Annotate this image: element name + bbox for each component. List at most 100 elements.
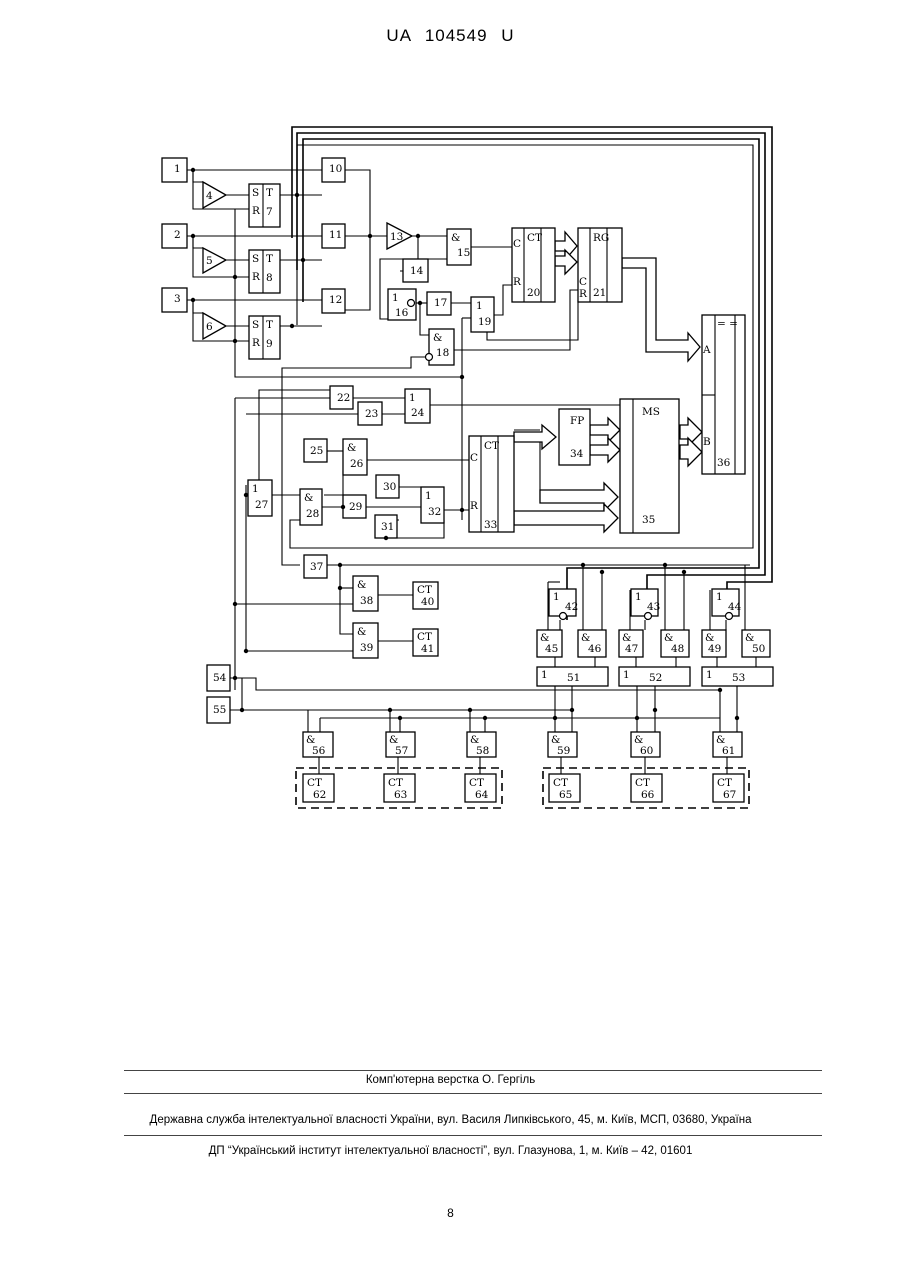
block-59-label: 59 [557,745,570,757]
block-24: 124 [405,389,430,423]
block-33-label: C [470,452,478,464]
block-54: 54 [207,665,230,691]
block-55-label: 55 [213,704,226,716]
block-18-label: 18 [436,347,449,359]
footer-rule-1 [124,1070,822,1071]
block-26-label: 26 [350,458,364,470]
block-23: 23 [358,402,382,425]
block-21-label: 21 [593,287,606,299]
block-30: 30 [376,475,399,498]
amplifier-5: 5 [203,248,226,273]
block-37: 37 [304,555,327,578]
amplifier-13-label: 13 [390,231,403,243]
block-9-label: R [252,337,261,349]
block-36-label: = = [717,318,738,330]
amplifier-6-label: 6 [206,321,213,333]
block-40-label: CT [417,584,432,596]
block-35: MS35 [620,399,679,533]
block-56-label: 56 [312,745,326,757]
block-9-label: 9 [266,338,273,350]
block-8: SRT8 [249,250,280,293]
block-53: 1 53 [702,667,773,686]
block-51-label: 1 [541,669,548,681]
block-40-label: 40 [421,596,434,608]
block-53-label: 1 [706,669,713,681]
block-60-label: 60 [640,745,653,757]
block-36: = = A B 36 [702,315,745,474]
block-63-label: CT [388,777,403,789]
block-38: &38 [353,576,378,611]
block-36-label: A [702,344,711,356]
block-8-label: T [266,253,273,265]
block-16-label: 16 [395,307,409,319]
block-60: &60 [631,732,660,757]
block-65: CT65 [549,774,580,802]
block-57-label: 57 [395,745,408,757]
block-59: &59 [548,732,577,757]
block-67-label: 67 [723,789,736,801]
block-44-label: 44 [728,601,742,613]
block-9-label: S [252,319,259,331]
block-23-label: 23 [365,408,378,420]
block-28: & 28 [300,489,322,525]
block-64-label: CT [469,777,484,789]
block-8-label: R [252,271,261,283]
block-36-label: B [703,436,711,448]
block-3: 3 [162,288,187,312]
block-20-label: 20 [527,287,540,299]
block-46-label: 46 [588,643,602,655]
block-20: CTCR20 [512,228,555,302]
block-42-label: 1 [553,591,560,603]
block-39-label: & [357,626,366,638]
block-34-label: 34 [570,448,584,460]
block-52: 152 [619,667,690,686]
amplifier-5-label: 5 [206,255,213,267]
block-25-label: 25 [310,445,323,457]
footer-rule-2 [124,1093,822,1094]
block-28-label: & [304,492,313,504]
page-number: 8 [0,1206,901,1220]
block-49: &49 [702,630,726,657]
block-58-label: 58 [476,745,489,757]
block-16-label: 1 [392,292,399,304]
block-53-label: 53 [732,672,745,684]
block-18-label: & [433,332,442,344]
block-36-label: 36 [717,457,731,469]
block-25: 25 [304,439,327,462]
block-2-label: 2 [174,229,181,241]
block-26: & 26 [343,439,367,475]
block-45: &45 [537,630,562,657]
block-39: &39 [353,623,378,658]
block-61: &61 [713,732,742,757]
block-29-label: 29 [349,501,362,513]
amplifier-4: 4 [203,182,226,208]
block-33-label: CT [484,440,499,452]
block-43-label: 43 [647,601,660,613]
block-41: CT41 [413,629,438,656]
block-20-label: C [513,238,521,250]
block-22-label: 22 [337,392,350,404]
block-26-label: & [347,442,356,454]
block-20-label: R [513,276,522,288]
block-33: CTCR33 [469,436,514,532]
block-38-label: & [357,579,366,591]
block-50: &50 [742,630,770,657]
block-33-label: 33 [484,519,497,531]
block-66-label: 66 [641,789,655,801]
block-10: 10 [322,158,345,182]
block-43: 143 [631,589,660,616]
block-46: &46 [578,630,606,657]
block-28-label: 28 [306,508,319,520]
block-32-label: 32 [428,506,441,518]
block-67-label: CT [717,777,732,789]
footer-typesetting: Комп'ютерна верстка О. Гергіль [0,1074,901,1086]
block-31-label: 31 [381,521,394,533]
block-12: 12 [322,289,345,313]
block-30-label: 30 [383,481,396,493]
block-48-label: 48 [671,643,684,655]
block-31: 31 [375,515,397,538]
block-1-label: 1 [174,163,181,175]
block-47: &47 [619,630,643,657]
block-12-label: 12 [329,294,342,306]
block-61-label: 61 [722,745,735,757]
